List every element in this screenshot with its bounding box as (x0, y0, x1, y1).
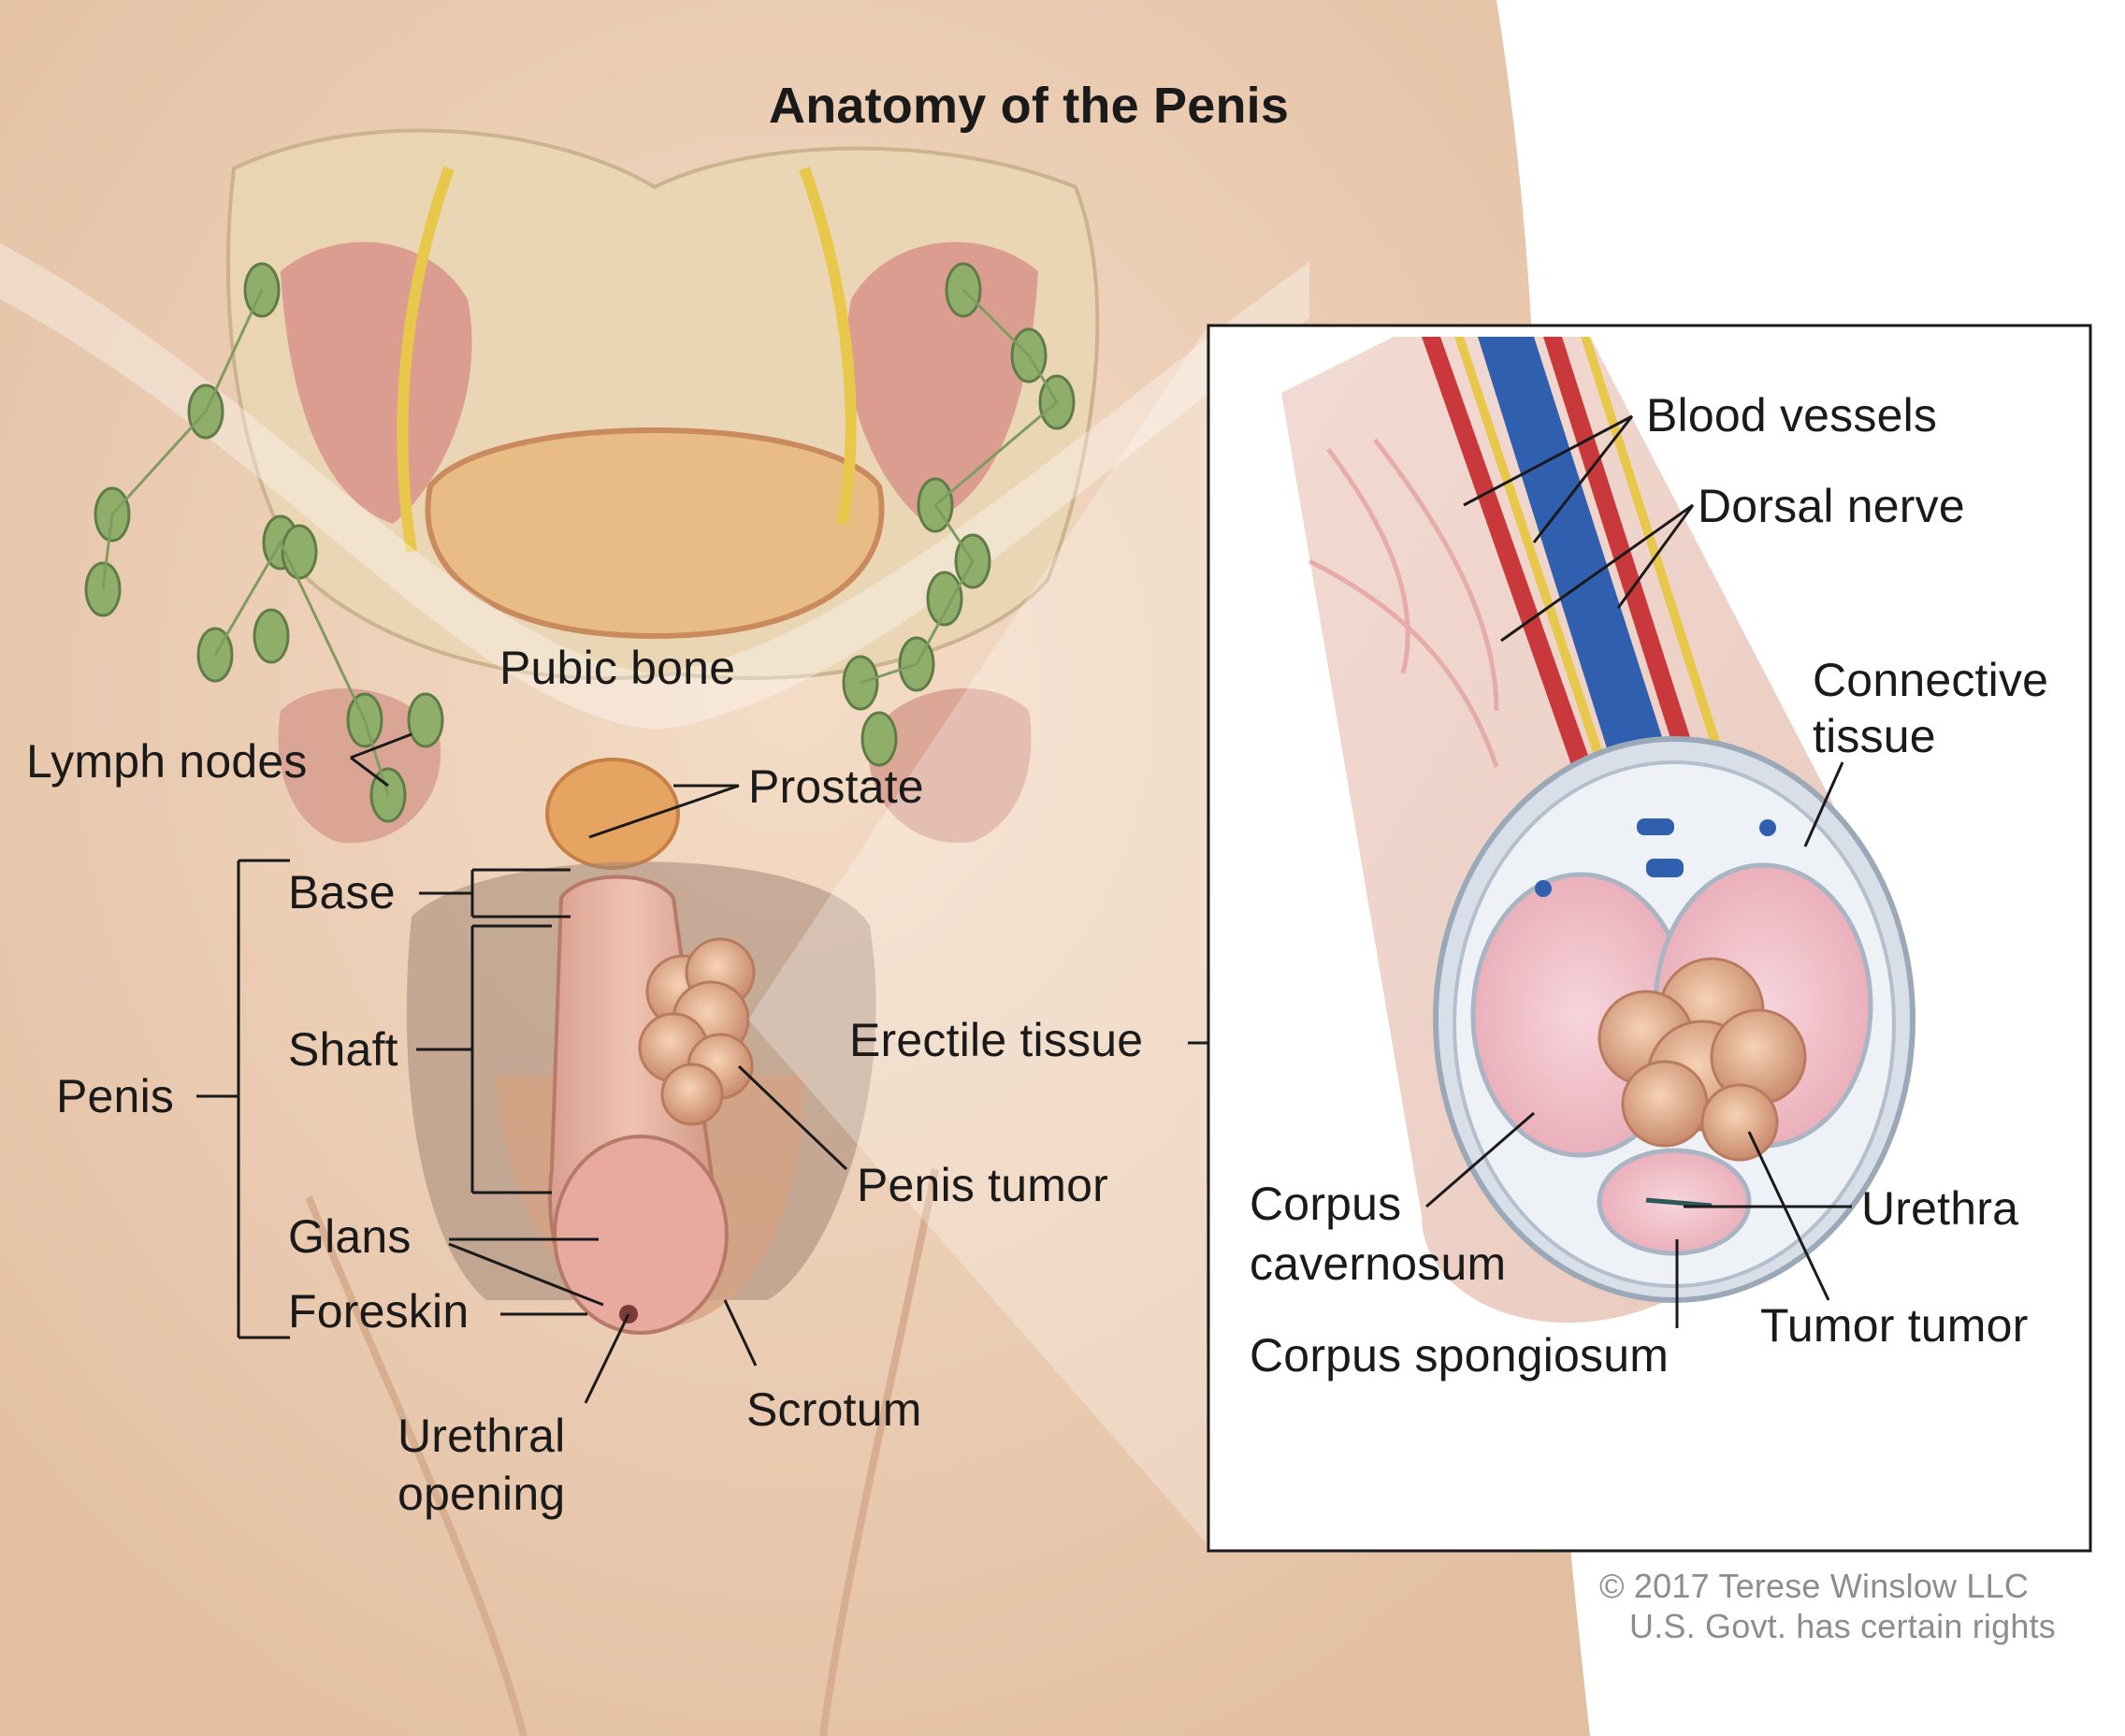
ureter-right (799, 166, 857, 526)
ureter-left (397, 166, 455, 553)
label-pubic-bone: Pubic bone (499, 642, 736, 694)
label-corpus-spongiosum: Corpus spongiosum (1250, 1329, 1670, 1382)
label-urethral-opening-1: Urethral (398, 1410, 566, 1462)
thigh-shadow (305, 1168, 939, 1736)
inset-nerve-right (1581, 337, 1740, 804)
label-glans: Glans (288, 1210, 412, 1263)
glans (553, 1135, 729, 1335)
inset-urethra-slit (1645, 1197, 1713, 1208)
inset-nerve-left (1454, 337, 1623, 814)
bladder (425, 427, 885, 640)
inset-vein (1478, 337, 1684, 814)
label-connective-tissue-2: tissue (1813, 710, 1936, 762)
label-scrotum: Scrotum (746, 1383, 922, 1436)
label-foreskin: Foreskin (288, 1285, 470, 1338)
leader-lines (196, 732, 1506, 1404)
label-dorsal-nerve: Dorsal nerve (1698, 480, 1965, 532)
label-corpus-cavernosum-2: cavernosum (1250, 1237, 1507, 1290)
label-urethra: Urethra (1861, 1182, 2019, 1235)
penis-tumor (638, 937, 756, 1126)
zoom-wedge (748, 327, 1207, 1543)
obturator-right (868, 688, 1032, 844)
inset-tumor (1597, 957, 1807, 1162)
lymph-vessels (101, 288, 1059, 796)
inguinal-sheet (0, 243, 1309, 730)
inset-artery-right (1543, 337, 1712, 809)
copyright-line-2: U.S. Govt. has certain rights (1629, 1607, 2056, 1645)
label-lymph-nodes: Lymph nodes (26, 735, 308, 788)
label-urethral-opening-2: opening (398, 1468, 566, 1520)
diagram-title: Anatomy of the Penis (769, 78, 1290, 134)
label-blood-vessels: Blood vessels (1646, 389, 1938, 441)
label-corpus-cavernosum-1: Corpus (1250, 1178, 1402, 1230)
label-prostate: Prostate (748, 760, 924, 813)
label-shaft: Shaft (288, 1023, 398, 1076)
pelvic-muscle-right (846, 241, 1038, 524)
pelvic-muscle-left (281, 241, 472, 524)
inset-dorsal-vessels (1535, 818, 1776, 897)
label-tumor: Tumor tumor (1760, 1299, 2029, 1352)
inset-cross-section (1281, 337, 1915, 1324)
label-penis: Penis (56, 1070, 175, 1122)
label-erectile-tissue: Erectile tissue (849, 1014, 1144, 1066)
label-penis-tumor: Penis tumor (857, 1159, 1108, 1211)
label-base: Base (288, 866, 396, 919)
inset-vessel-web (1308, 438, 1499, 768)
inset-leader-lines (1425, 414, 1852, 1328)
inset-artery-left (1422, 337, 1609, 818)
label-connective-tissue-1: Connective (1813, 654, 2049, 706)
copyright-line-1: © 2017 Terese Winslow LLC (1599, 1567, 2030, 1605)
